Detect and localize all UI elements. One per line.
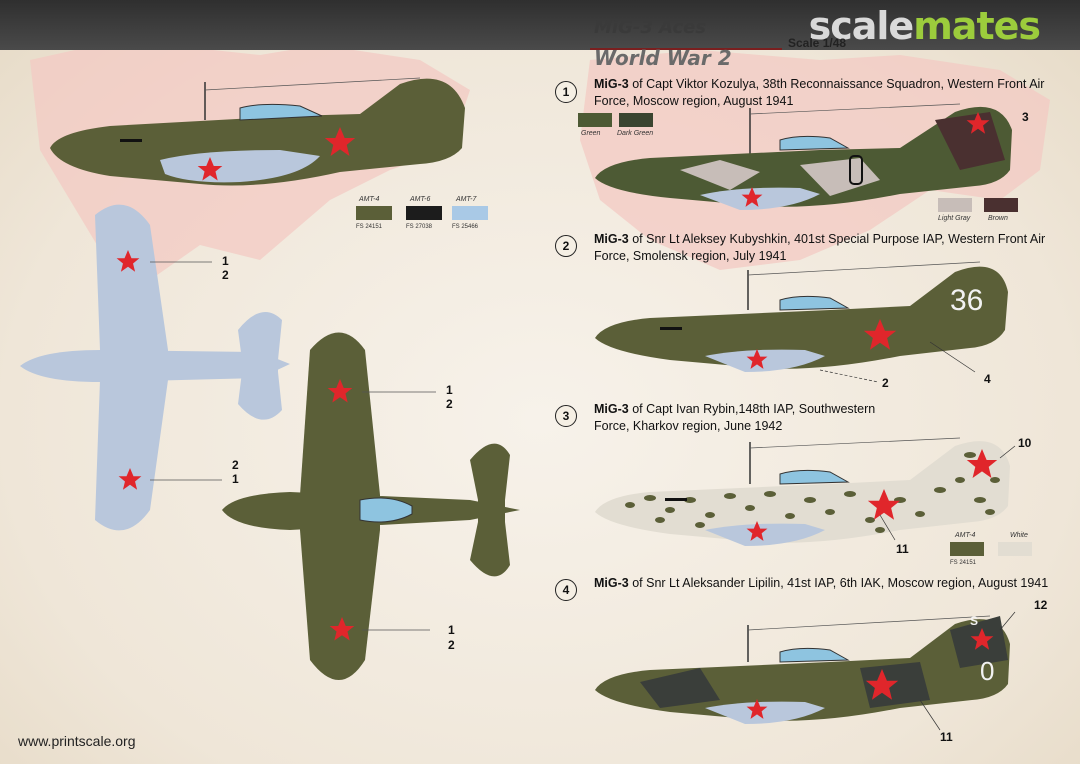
caption-3-number: 3: [555, 405, 577, 427]
callout-under-bot-1: 1: [232, 472, 239, 486]
callout-under-top-1: 1: [222, 254, 229, 268]
profile-3: [595, 437, 1016, 546]
caption-1: MiG-3 of Capt Viktor Kozulya, 38th Recon…: [594, 77, 1045, 108]
aircraft-code-36: 36: [950, 284, 984, 317]
swatch-green: [578, 113, 612, 127]
aircraft-code-0: 0: [980, 656, 995, 686]
website-url[interactable]: www.printscale.org: [18, 733, 136, 749]
profile-4: [595, 611, 1016, 731]
callout-top-bot-1: 1: [448, 623, 455, 637]
callout-4-12: 12: [1034, 598, 1048, 612]
swatch-amt4: [356, 206, 392, 220]
caption-1-number: 1: [555, 81, 577, 103]
aircraft-code-s: S: [970, 614, 979, 628]
brand-logo[interactable]: scalemates: [808, 4, 1041, 48]
topside-view: [222, 332, 520, 680]
swatch-light-gray: [938, 198, 972, 212]
top-banner: [0, 0, 1080, 50]
caption-2: MiG-3 of Snr Lt Aleksey Kubyshkin, 401st…: [594, 232, 1046, 263]
profile-1: [595, 103, 1012, 210]
swatch-dark-green: [619, 113, 653, 127]
caption-2-number: 2: [555, 235, 577, 257]
callout-under-top-2: 2: [222, 268, 229, 282]
sheet-title: MiG-3 Aces: [594, 17, 707, 38]
callout-top-top-1: 1: [446, 383, 453, 397]
caption-3: MiG-3 of Capt Ivan Rybin,148th IAP, Sout…: [594, 402, 876, 433]
swatch-amt7: [452, 206, 488, 220]
profile-2: [595, 261, 1008, 383]
callout-1-3: 3: [1022, 110, 1029, 124]
underside-view: [20, 204, 290, 531]
callout-2-4: 4: [984, 372, 991, 386]
callout-4-11: 11: [940, 730, 953, 744]
swatch-white: [998, 542, 1032, 556]
sheet-subtitle: World War 2: [594, 46, 732, 70]
callout-3-10: 10: [1018, 436, 1032, 450]
scale-label: Scale 1/48: [788, 36, 847, 50]
swatch-brown: [984, 198, 1018, 212]
caption-4: MiG-3 of Snr Lt Aleksander Lipilin, 41st…: [594, 576, 1049, 590]
callout-under-bot-2: 2: [232, 458, 239, 472]
spot-pattern: [625, 452, 1000, 533]
callout-top-bot-2: 2: [448, 638, 455, 652]
profile-left-top: [50, 77, 465, 186]
callout-top-top-2: 2: [446, 397, 453, 411]
title-underline: [590, 48, 782, 50]
swatch-amt6: [406, 206, 442, 220]
callout-3-11: 11: [896, 542, 909, 556]
caption-4-number: 4: [555, 579, 577, 601]
callout-2-2: 2: [882, 376, 889, 390]
swatch-amt4-p3: [950, 542, 984, 556]
